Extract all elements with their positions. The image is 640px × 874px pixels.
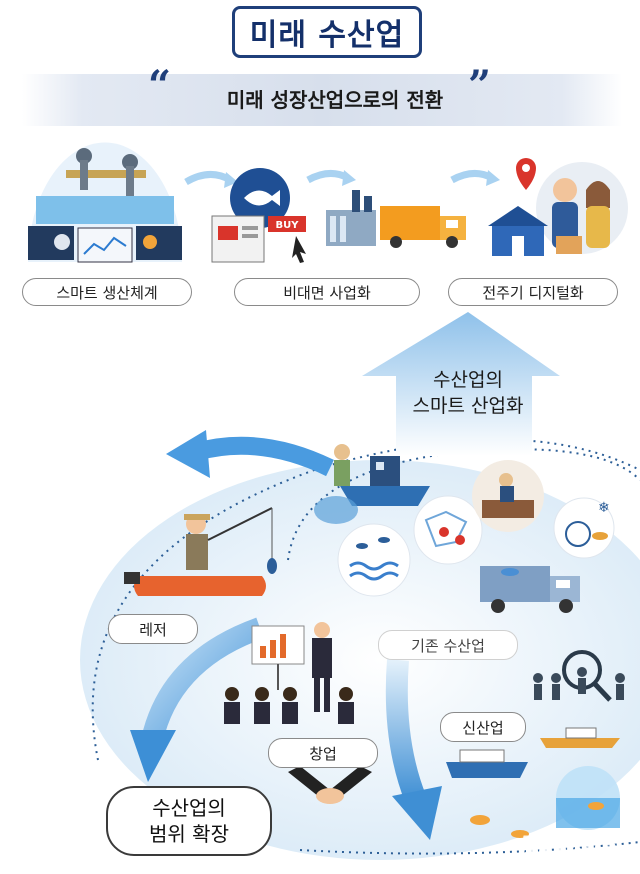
label-leisure: 레저: [108, 614, 198, 644]
snowflake-icon: ❄: [598, 500, 610, 516]
open-quote-icon: “: [148, 62, 172, 109]
leisure-direction-arrow: [193, 436, 334, 477]
subtitle: 미래 성장산업으로의 전환: [226, 88, 444, 112]
flow-arrow-3: [450, 170, 494, 184]
fishing-boat-illustration: [314, 444, 430, 524]
leisure-boat-illustration: [124, 507, 277, 596]
scope-expansion-arrow: [141, 617, 264, 743]
stage-label-digitalization: 전주기 디지털화: [448, 278, 618, 306]
new-industry-illustration: [446, 650, 625, 838]
page-title: 미래 수산업: [249, 18, 405, 53]
handshake-icon: [288, 766, 372, 804]
title-box: 미래 수산업: [232, 6, 422, 58]
label-startup: 창업: [268, 738, 378, 768]
buy-tag: BUY: [276, 220, 300, 231]
flow-arrow-1: [184, 171, 232, 186]
stage-label-online-commerce: 비대면 사업화: [234, 278, 420, 306]
label-existing-fisheries: 기존 수산업: [378, 630, 518, 660]
map-pin-icon: [516, 158, 536, 190]
smart-industrialization-arrow: [362, 312, 560, 456]
outer-dotted-boundary: [91, 438, 640, 761]
subtitle-banner: [22, 74, 622, 126]
aquaculture-circle: [337, 523, 411, 597]
stage-label-smart-production: 스마트 생산체계: [22, 278, 192, 306]
startup-presentation-illustration: [224, 622, 354, 724]
flow-arrow-2: [306, 170, 350, 184]
close-quote-icon: ”: [468, 62, 492, 109]
center-arrow-line1: 수산업의: [433, 369, 503, 391]
watermark: NEWSIS: [520, 833, 618, 858]
scope-line2: 범위 확장: [149, 822, 229, 846]
scope-line1: 수산업의: [152, 796, 226, 820]
new-industry-arrow: [385, 659, 427, 805]
smart-production-illustration: [28, 142, 182, 263]
center-arrow-line2: 스마트 산업화: [413, 395, 524, 417]
online-commerce-illustration: BUY: [211, 168, 466, 263]
delivery-truck-illustration: [480, 566, 580, 613]
scope-expansion-box: 수산업의 범위 확장: [106, 786, 272, 856]
label-new-industry: 신산업: [440, 712, 526, 742]
digitalization-illustration: [488, 158, 628, 256]
